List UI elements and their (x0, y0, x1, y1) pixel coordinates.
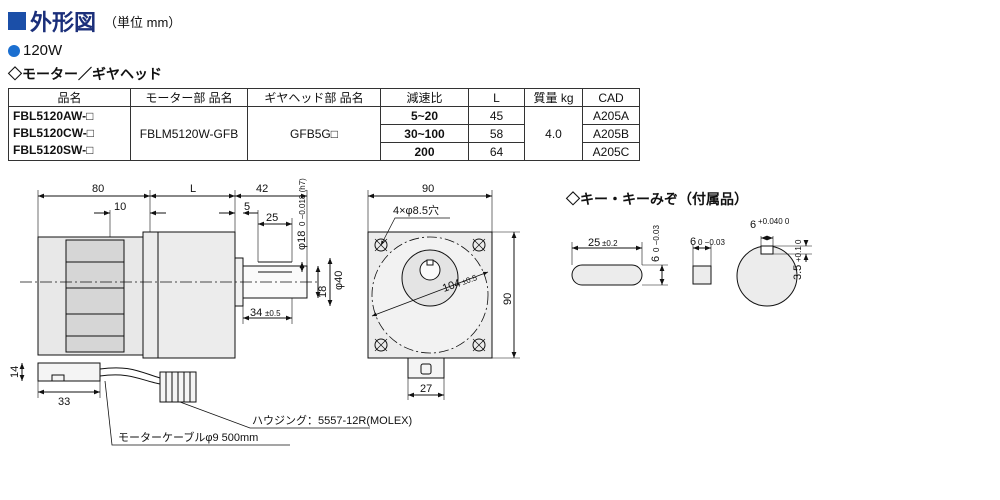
key-groove (760, 245, 774, 255)
product-name: FBL5120CW-□ (13, 126, 95, 140)
key-width: 6 (690, 236, 696, 248)
mount-hole (374, 238, 388, 252)
groove-width: 6 (750, 219, 756, 231)
dim-34: 34 (250, 307, 262, 319)
callout-labels: ハウジング：5557-12R(MOLEX) モーターケーブルφ9 500mm (118, 413, 412, 444)
key-end (692, 265, 712, 285)
dim-27: 27 (420, 383, 432, 395)
motor-part-cell: FBLM5120W-GFB (130, 106, 248, 161)
l-cell: 64 (468, 142, 525, 161)
header-cell: 質量 kg (524, 88, 583, 107)
dim-42: 42 (256, 183, 268, 195)
table-row: 30~100 58 A205B (9, 124, 640, 143)
cad-cell: A205B (582, 124, 640, 143)
dim-25: 25 (266, 212, 278, 224)
dim-shaft-tol: 0 −0.018 (h7) (298, 178, 307, 226)
key-width-tol: 0 −0.03 (698, 238, 725, 247)
bullet-dot-icon (8, 44, 20, 57)
dim-33: 33 (58, 396, 70, 408)
dim-18: 18 (317, 286, 329, 298)
power-text: 120W (23, 42, 63, 59)
cable-callout: モーターケーブルφ9 500mm (118, 430, 258, 444)
table-row: FBL5120AW-□ FBL5120CW-□ FBL5120SW-□ FBLM… (8, 106, 640, 161)
dim-34-tol: ±0.5 (265, 309, 281, 318)
key-length: 25 (588, 237, 600, 249)
header-cell: ギヤヘッド部 品名 (247, 88, 381, 107)
dim-shaft: φ18 (296, 231, 308, 250)
mount-hole (472, 238, 486, 252)
unit-label: （単位 mm） (104, 14, 182, 30)
pcd-label: 104 (441, 277, 462, 295)
mount-hole (472, 338, 486, 352)
power-label: 120W (8, 42, 62, 59)
shaft-section (736, 245, 798, 307)
key-views (571, 235, 812, 307)
cad-cell: A205C (582, 142, 640, 161)
groove-depth: 3.5 (792, 265, 804, 280)
dim-90-top: 90 (422, 183, 434, 195)
connector-housing (37, 362, 101, 382)
key-title: ◇キー・キーみぞ（付属品） (565, 191, 748, 207)
title-square-icon (8, 12, 26, 30)
product-name: FBL5120SW-□ (13, 143, 94, 157)
dim-5: 5 (244, 201, 250, 213)
spec-table: 品名 モーター部 品名 ギヤヘッド部 品名 減速比 L 質量 kg CAD FB… (8, 88, 640, 161)
front-view (367, 190, 520, 400)
motor-fins (65, 239, 125, 353)
mass-cell: 4.0 (524, 106, 583, 161)
mount-hole (374, 338, 388, 352)
dim-90-side: 90 (502, 293, 514, 305)
key-length-tol: ±0.2 (602, 239, 618, 248)
front-connector (407, 357, 445, 379)
dimension-labels: 80 L 42 10 5 25 φ18 0 −0.018 (h7) φ40 18… (9, 178, 514, 408)
dim-14: 14 (9, 366, 21, 378)
table-row: 200 64 A205C (9, 142, 640, 161)
title-text: 外形図 (30, 10, 97, 35)
motor-cable (99, 367, 161, 379)
page-title: 外形図 （単位 mm） (8, 5, 181, 37)
key-height-tol: 0 −0.03 (652, 225, 661, 252)
dim-L: L (190, 183, 196, 195)
product-names-cell: FBL5120AW-□ FBL5120CW-□ FBL5120SW-□ (8, 106, 131, 161)
dim-80: 80 (92, 183, 104, 195)
ratio-cell: 30~100 (380, 124, 469, 143)
key-side (571, 264, 643, 286)
key-labels: ◇キー・キーみぞ（付属品） 25 ±0.2 6 0 −0.03 6 0 −0.0… (565, 191, 804, 280)
dim-10: 10 (114, 201, 126, 213)
ratio-cell: 200 (380, 142, 469, 161)
header-cell: 減速比 (380, 88, 469, 107)
product-name: FBL5120AW-□ (13, 109, 94, 123)
holes-label: 4×φ8.5穴 (393, 203, 439, 217)
section-title: ◇モーター／ギヤヘッド (8, 66, 162, 82)
groove-depth-tol: +0.1 0 (794, 239, 803, 262)
key-height: 6 (650, 256, 662, 262)
groove-width-tol: +0.040 0 (758, 217, 790, 226)
housing-callout: ハウジング：5557-12R(MOLEX) (252, 413, 412, 427)
side-view (19, 190, 370, 446)
dim-40: φ40 (333, 271, 345, 290)
gearhead-body (142, 231, 236, 359)
